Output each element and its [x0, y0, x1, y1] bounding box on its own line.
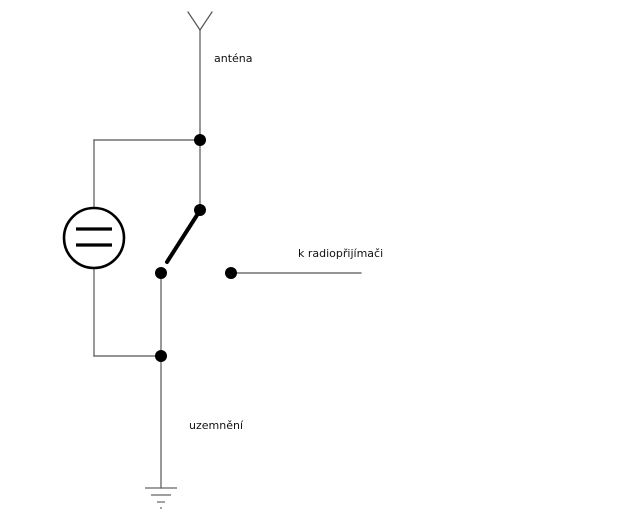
ground-symbol — [145, 487, 177, 509]
switch-ground-contact — [155, 267, 167, 279]
switch-pivot-node — [194, 204, 206, 216]
arrester-ring — [62, 206, 126, 270]
receiver-label: k radiopřijímači — [298, 247, 383, 260]
antenna-right-arm — [199, 11, 213, 31]
wiring — [93, 139, 362, 489]
antenna-label: anténa — [214, 52, 253, 65]
ground-label: uzemnění — [189, 419, 244, 432]
antenna-symbol — [187, 11, 213, 141]
switch-blade — [165, 210, 201, 264]
junctions — [155, 134, 237, 362]
antenna-left-arm — [187, 11, 201, 31]
junction-top — [194, 134, 206, 146]
arrester-symbol — [62, 206, 126, 270]
switch-receiver-contact — [225, 267, 237, 279]
junction-bottom — [155, 350, 167, 362]
